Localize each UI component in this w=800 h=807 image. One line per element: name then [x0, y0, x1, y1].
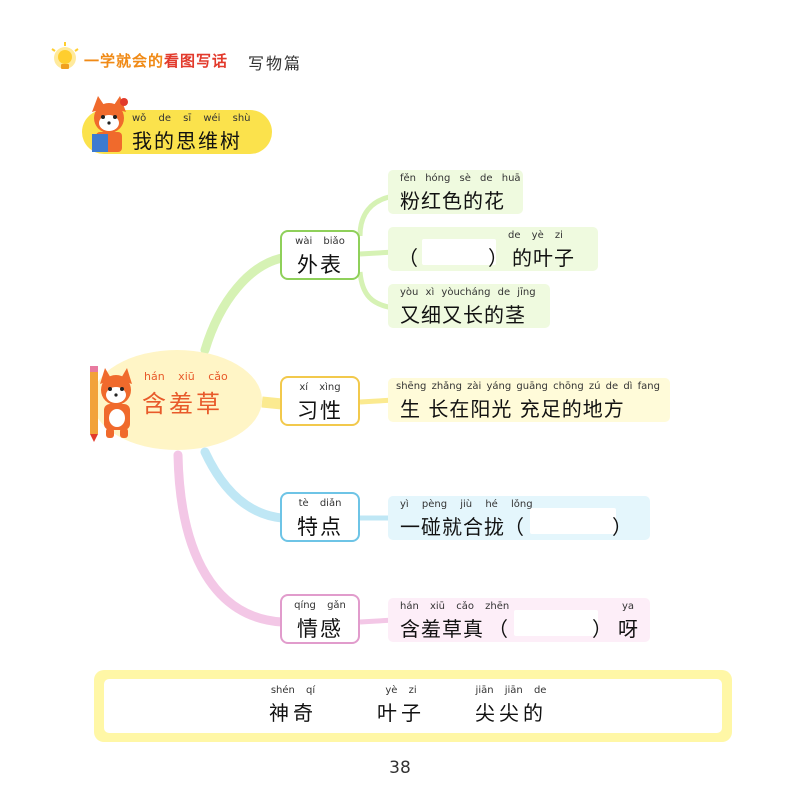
leaf-text: 含羞草真 [400, 617, 484, 641]
header: 一学就会的看图写话 写物篇 [48, 40, 348, 80]
word-bank-item[interactable]: shén qí 神奇 [248, 685, 338, 726]
branch-label: 特点 [297, 515, 343, 539]
branch-habit: xí xìng 习性 [280, 376, 360, 426]
connector-habit [261, 396, 283, 410]
branch-pinyin: qíng gǎn [294, 600, 346, 611]
branch-label: 情感 [297, 617, 343, 641]
connector-feature [200, 447, 287, 523]
branch-feeling: qíng gǎn 情感 [280, 594, 360, 644]
header-brand: 一学就会的看图写话 [84, 50, 228, 71]
branch-label: 习性 [297, 399, 343, 423]
branch-pinyin: wài biǎo [295, 236, 345, 247]
leaf-text: 生 长在阳光 充足的地方 [400, 397, 625, 421]
leaf-text: 粉红色的花 [400, 189, 505, 213]
connector-feeling [173, 450, 287, 627]
answer-blank[interactable] [422, 239, 496, 265]
branch-pinyin: tè diǎn [298, 498, 342, 509]
fox-reading-icon [92, 96, 128, 152]
word-bank: shén qí 神奇 yè zi 叶子 jiān jiān de 尖尖的 [94, 670, 732, 742]
leaf-pinyin: shēng zhǎng zài yáng guāng chōng zú de d… [396, 381, 660, 392]
leaf-pinyin: yòu xì yòucháng de jīng [400, 287, 536, 298]
central-pinyin: hán xiū cǎo [144, 370, 228, 383]
word-bank-panel: shén qí 神奇 yè zi 叶子 jiān jiān de 尖尖的 [104, 679, 722, 733]
leaf-pinyin: de yè zi [508, 230, 563, 241]
leaf-pink-flower: fěn hóng sè de huā 粉红色的花 [388, 170, 523, 214]
leaf-end-text: 呀 [618, 617, 639, 641]
leaf-close-paren: ） [592, 617, 613, 641]
header-subtitle: 写物篇 [248, 54, 303, 73]
leaf-thin-stem: yòu xì yòucháng de jīng 又细又长的茎 [388, 284, 550, 328]
leaf-text: 一碰就合拢 [400, 515, 505, 539]
title-pinyin: wǒ de sī wéi shù [132, 113, 251, 124]
central-text: 含羞草 [142, 390, 223, 418]
branch-feature: tè diǎn 特点 [280, 492, 360, 542]
word-text: 叶子 [377, 701, 425, 725]
leaf-truly-blank: hán xiū cǎo zhēn ya 含羞草真 （ ） 呀 [388, 598, 650, 642]
branch-pinyin: xí xìng [299, 382, 341, 393]
leaf-pinyin: yì pèng jiù hé lǒng [400, 499, 533, 510]
leaf-close-paren: ） [612, 515, 633, 539]
word-text: 尖尖的 [475, 701, 547, 725]
leaf-close-paren: ） [488, 246, 509, 270]
word-bank-item[interactable]: jiān jiān de 尖尖的 [466, 685, 556, 726]
leaf-text: 的叶子 [512, 246, 575, 270]
leaf-close-on-touch: yì pèng jiù hé lǒng 一碰就合拢 （ ） [388, 496, 650, 540]
lightbulb-icon [51, 42, 79, 69]
leaf-text: 又细又长的茎 [400, 303, 526, 327]
word-bank-item[interactable]: yè zi 叶子 [356, 685, 446, 726]
brand-prefix: 一学就会的 [84, 52, 165, 70]
word-pinyin: jiān jiān de [475, 685, 547, 696]
branch-label: 外表 [297, 253, 343, 277]
branch-appearance: wài biǎo 外表 [280, 230, 360, 280]
page-number: 38 [389, 758, 411, 778]
answer-blank[interactable] [530, 508, 616, 534]
leaf-leaves-blank: de yè zi （ ） 的叶子 [388, 227, 598, 271]
leaf-open-paren: （ [504, 515, 525, 539]
leaf-sunny-place: shēng zhǎng zài yáng guāng chōng zú de d… [388, 378, 670, 422]
word-pinyin: shén qí [270, 685, 316, 696]
leaf-open-paren: （ [488, 617, 509, 641]
leaf-open-paren: （ [398, 246, 419, 270]
word-text: 神奇 [269, 701, 317, 725]
title-text: 我的思维树 [132, 129, 242, 153]
leaf-end-pinyin: ya [622, 601, 635, 612]
fox-pencil-icon [90, 366, 132, 442]
word-pinyin: yè zi [385, 685, 417, 696]
answer-blank[interactable] [514, 610, 598, 636]
leaf-pinyin: hán xiū cǎo zhēn [400, 601, 510, 612]
connector-appearance [200, 253, 287, 355]
leaf-pinyin: fěn hóng sè de huā [400, 173, 521, 184]
brand-highlight: 看图写话 [164, 52, 229, 70]
